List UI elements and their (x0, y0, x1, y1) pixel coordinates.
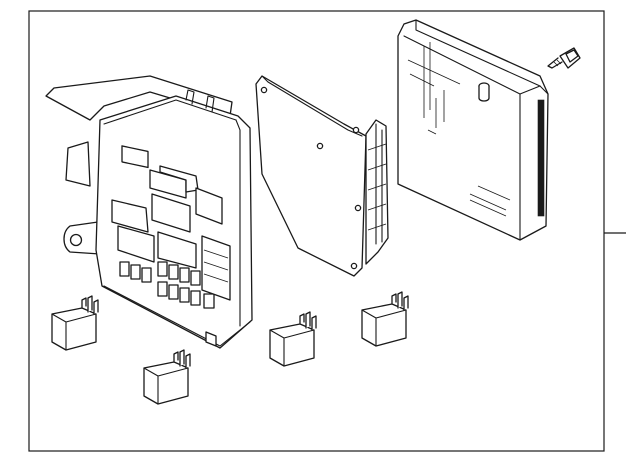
module-face-edge (403, 35, 521, 95)
relay-edges (143, 367, 189, 405)
relay-pin (173, 351, 179, 363)
plate-hole (350, 262, 358, 270)
bottom-lip (103, 285, 251, 347)
screw-threads (553, 59, 562, 67)
relay-pin (299, 313, 305, 325)
control-module (397, 19, 549, 241)
connector-slots (203, 249, 229, 283)
connector-block (121, 145, 149, 169)
module-top-edge (415, 19, 549, 95)
connector-cap (159, 165, 199, 193)
relay-socket (195, 187, 223, 225)
locating-post (478, 85, 490, 102)
relay-pin (391, 293, 397, 305)
fuse (203, 293, 215, 309)
relay-edges (361, 309, 407, 347)
relay-pin (305, 311, 311, 329)
diagram-frame (28, 10, 605, 452)
fuse (179, 267, 190, 283)
relay-body (51, 307, 97, 351)
fuse (130, 264, 141, 280)
bracket-plate (255, 75, 367, 277)
relay-edges (269, 329, 315, 367)
fuse-row (119, 261, 201, 286)
plate-hole (260, 86, 268, 94)
top-post (185, 89, 195, 105)
plate-hole (352, 126, 360, 134)
mounting-bracket-plate (255, 75, 389, 277)
plate-hole (316, 142, 324, 150)
fuse (190, 290, 201, 306)
relay-socket (151, 193, 191, 233)
top-post (205, 95, 215, 113)
relay-edges (51, 313, 97, 351)
relay-pin (397, 291, 403, 309)
relay (51, 295, 99, 351)
pin-header (537, 99, 545, 217)
relay-pin (87, 295, 93, 313)
relay-socket (111, 199, 149, 233)
relay-socket (117, 225, 155, 263)
relay-pin (93, 299, 99, 315)
module-detail-lines (469, 185, 511, 217)
strip-edges (375, 123, 383, 245)
fuse-row (157, 281, 215, 309)
connector-strip (365, 119, 389, 265)
side-wall (235, 119, 241, 327)
relay-pin (311, 315, 317, 331)
relay-body (361, 303, 407, 347)
fuse (168, 284, 179, 300)
mounting-screw (547, 47, 581, 69)
module-detail-lines (423, 42, 445, 135)
relay-body (143, 361, 189, 405)
relay-pin (185, 353, 191, 369)
mounting-hole (69, 233, 83, 247)
relay-pin (403, 295, 409, 311)
side-clip (65, 141, 91, 187)
relay-socket (157, 231, 197, 269)
module-housing (397, 19, 549, 241)
plate-hole (354, 204, 362, 212)
fuse (168, 264, 179, 280)
strip-notches (367, 143, 387, 231)
fuse (119, 261, 130, 277)
relay (143, 349, 191, 405)
module-detail-lines (407, 59, 461, 87)
relay (269, 311, 317, 367)
fuse (157, 281, 168, 297)
relay-body (269, 323, 315, 367)
fuse (190, 270, 201, 286)
fuse (179, 287, 190, 303)
mounting-tab (63, 221, 101, 255)
side-connector (201, 235, 231, 301)
fuse (141, 267, 152, 283)
fuse-junction-box (45, 75, 253, 349)
relay (361, 291, 409, 347)
bottom-tab (205, 331, 217, 347)
relay-pin (81, 297, 87, 309)
relay-pin (179, 349, 185, 367)
fuse (157, 261, 168, 277)
screw-head-top (565, 49, 579, 63)
top-ridge (103, 99, 237, 125)
